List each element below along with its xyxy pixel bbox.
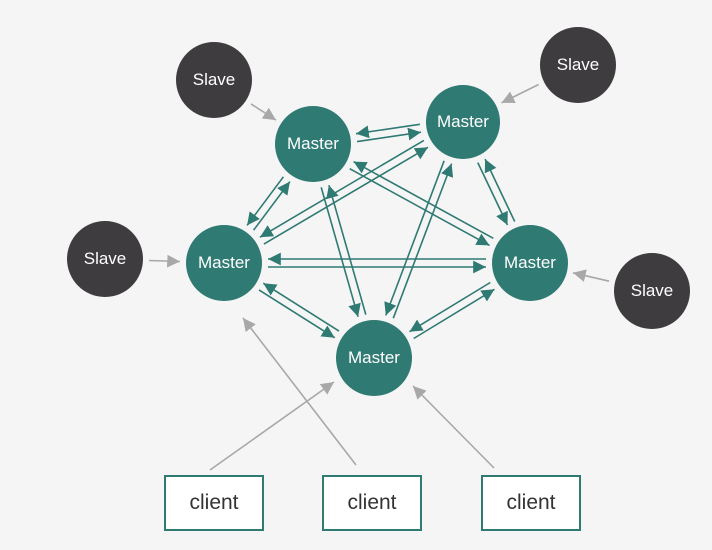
master-link-arrow [259,139,425,238]
master-node-top-right: Master [426,85,500,159]
client-box-right: client [481,475,581,531]
master-link-arrow [392,163,454,319]
master-link-arrow [246,176,285,226]
master-link-arrow [384,160,445,316]
master-link-arrow [409,281,491,333]
master-link-arrow [477,162,509,226]
master-link-arrow [263,146,429,245]
master-link-arrow [252,181,291,231]
master-link-arrow [320,187,361,318]
client-box-middle: client [322,475,422,531]
master-link-arrow [484,158,516,222]
slave-node-top-right: Slave [540,27,616,103]
client-link-arrow [242,317,357,466]
slave-node-top-left: Slave [176,42,252,118]
master-links [246,123,516,340]
client-link-arrow [412,385,495,469]
master-link-arrow [413,288,495,340]
master-link-arrow [355,123,421,139]
client-link-arrow [209,381,335,471]
master-link-arrow [326,184,367,315]
slave-link-arrow [572,269,610,282]
master-node-bottom: Master [336,320,412,396]
client-box-left: client [164,475,264,531]
master-node-top-left: Master [275,106,351,182]
slave-node-left: Slave [67,221,143,297]
client-links [209,317,495,471]
slave-link-arrow [148,254,181,268]
master-link-arrow [349,167,490,247]
slave-link-arrow [250,103,277,121]
master-link-arrow [356,127,422,143]
master-link-arrow [258,289,336,339]
master-node-left: Master [186,225,262,301]
master-node-right: Master [492,225,568,301]
slave-node-right: Slave [614,253,690,329]
master-link-arrow [262,282,340,332]
slave-links [148,83,610,282]
slave-link-arrow [501,83,539,104]
master-link-arrow [353,160,494,240]
